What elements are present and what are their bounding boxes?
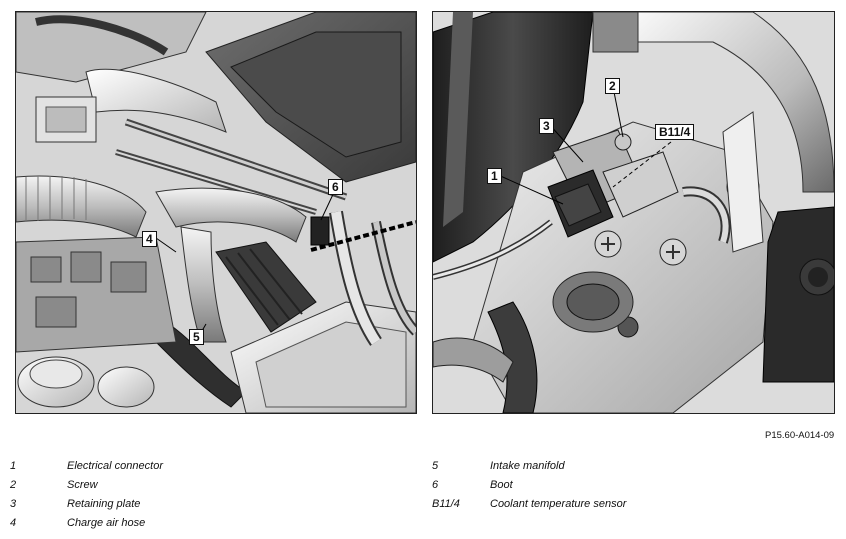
callout-b11-4: B11/4 bbox=[655, 124, 695, 140]
legend-number: B11/4 bbox=[432, 498, 460, 510]
legend-number: 6 bbox=[432, 479, 439, 491]
engine-overview-illustration bbox=[16, 12, 416, 413]
legend-label: Charge air hose bbox=[67, 517, 146, 529]
callout-2: 2 bbox=[605, 78, 620, 94]
legend-label: Retaining plate bbox=[67, 498, 141, 510]
figure-reference-code: P15.60-A014-09 bbox=[765, 430, 835, 441]
callout-6: 6 bbox=[328, 179, 343, 195]
legend-number: 1 bbox=[10, 460, 17, 472]
engine-overview-panel: 4 6 5 bbox=[15, 11, 417, 414]
legend-number: 5 bbox=[432, 460, 439, 472]
legend-label: Electrical connector bbox=[67, 460, 163, 472]
legend-label: Coolant temperature sensor bbox=[490, 498, 627, 510]
legend-label: Intake manifold bbox=[490, 460, 565, 472]
legend-number: 4 bbox=[10, 517, 17, 529]
callout-5: 5 bbox=[189, 329, 204, 345]
callout-4: 4 bbox=[142, 231, 157, 247]
legend-label: Boot bbox=[490, 479, 513, 491]
callout-1: 1 bbox=[487, 168, 502, 184]
legend-number: 3 bbox=[10, 498, 17, 510]
sensor-detail-illustration bbox=[433, 12, 834, 413]
callout-3: 3 bbox=[539, 118, 554, 134]
sensor-detail-panel: 3 2 1 B11/4 bbox=[432, 11, 835, 414]
legend-number: 2 bbox=[10, 479, 17, 491]
legend-label: Screw bbox=[67, 479, 98, 491]
